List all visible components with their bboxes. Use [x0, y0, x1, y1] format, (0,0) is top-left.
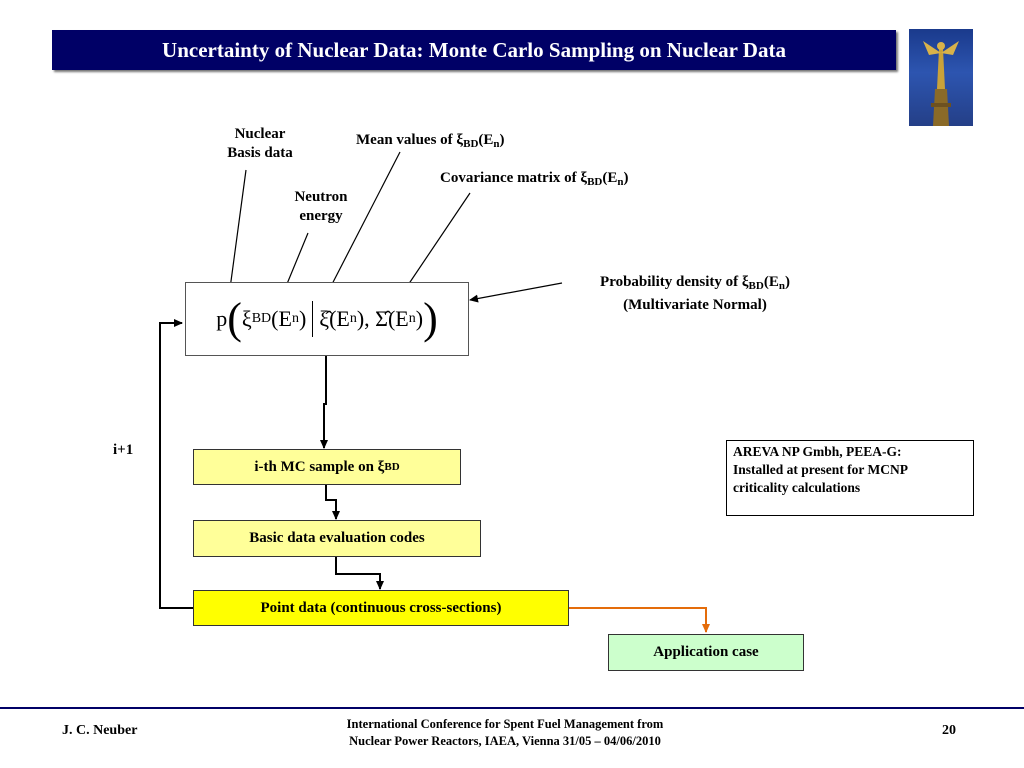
label-nuclear-basis: Nuclear Basis data	[227, 126, 293, 161]
evaluation-codes-box: Basic data evaluation codes	[193, 520, 481, 557]
application-case-box: Application case	[608, 634, 804, 671]
slide-title: Uncertainty of Nuclear Data: Monte Carlo…	[52, 30, 896, 70]
arrow-feedback-loop	[159, 319, 193, 609]
arrow-evaluation-to-point	[335, 556, 384, 590]
label-iteration: i+1	[113, 442, 134, 458]
areva-note: AREVA NP Gmbh, PEEA-G: Installed at pres…	[726, 440, 974, 516]
page-number: 20	[942, 723, 956, 738]
arrow-probability-density	[469, 282, 563, 303]
point-data-box: Point data (continuous cross-sections)	[193, 590, 569, 626]
footer-divider	[0, 707, 1024, 709]
footer-conference: International Conference for Spent Fuel …	[346, 717, 664, 748]
victory-column-logo	[909, 29, 973, 126]
arrow-point-to-application	[568, 607, 710, 633]
footer-author: J. C. Neuber	[62, 723, 138, 738]
label-probability-density: Probability density of ξBD(En) (Multivar…	[600, 274, 790, 313]
arrow-covariance	[401, 192, 471, 295]
label-covariance: Covariance matrix of ξBD(En)	[440, 170, 629, 188]
statue-icon	[923, 41, 959, 126]
arrow-nuclear-basis	[226, 169, 247, 297]
label-mean-values: Mean values of ξBD(En)	[356, 132, 505, 150]
arrow-sample-to-evaluation	[325, 484, 340, 520]
arrow-formula-to-sample	[320, 354, 328, 449]
label-neutron-energy: Neutron energy	[294, 189, 348, 224]
arrow-mean-values	[327, 151, 401, 293]
